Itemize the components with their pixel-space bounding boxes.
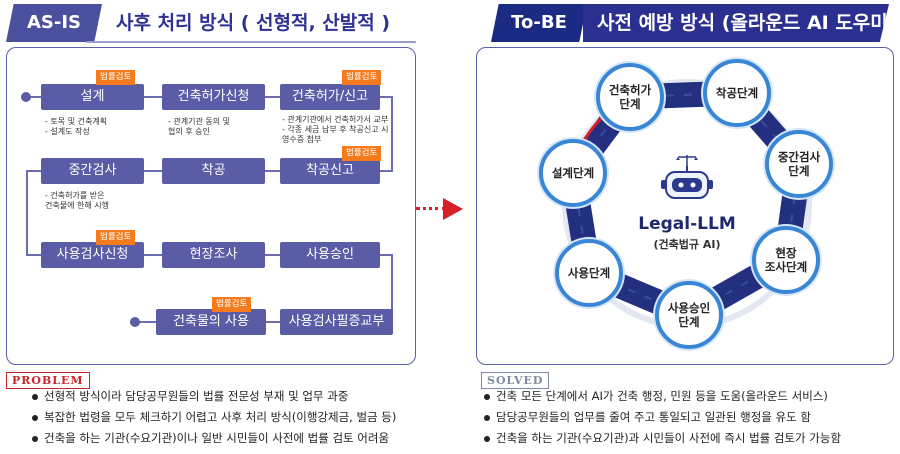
note-line: - 설계도 작성 — [45, 127, 90, 136]
step-certificate: 사용검사필증교부 — [280, 309, 393, 335]
problem-item: 복잡한 법령을 모두 체크하기 어렵고 사후 처리 방식(이행강제금, 벌금 등… — [30, 407, 396, 428]
note-line: 건축물에 한해 시행 — [45, 201, 109, 210]
step-construction-report: 착공신고 — [280, 158, 380, 184]
note-midcheck: - 건축허가를 받은 건축물에 한해 시행 — [45, 191, 109, 211]
note-permit-apply: - 관계기관 동의 및 협의 후 승인 — [168, 117, 230, 137]
header-underline — [86, 41, 416, 43]
problem-item: 선형적 방식이라 담당공무원들의 법률 전문성 부재 및 업무 과중 — [30, 386, 396, 407]
stage-site-survey: 현장 조사단계 — [752, 226, 820, 294]
flow-end-dot — [130, 317, 140, 327]
legal-review-badge: 법률검토 — [96, 230, 136, 245]
note-line: - 건축허가를 받은 — [45, 191, 105, 200]
center-subtitle: (건축법규 AI) — [653, 238, 721, 251]
solved-item: 담당공무원들의 업무를 줄여 주고 통일되고 일관된 행정을 유도 함 — [482, 407, 841, 428]
stage-permit: 건축허가 단계 — [596, 63, 664, 131]
problem-stamp: PROBLEM — [6, 372, 90, 389]
transition-arrow-icon — [443, 198, 463, 220]
step-use-apply: 사용검사신청 — [41, 242, 144, 268]
legal-review-badge: 법률검토 — [212, 297, 252, 312]
note-line: - 관계기관 동의 및 — [168, 117, 231, 126]
center-title: Legal-LLM — [638, 214, 736, 234]
as-is-title: 사후 처리 방식 ( 선형적, 산발적 ) — [116, 12, 391, 34]
stage-use: 사용단계 — [555, 239, 623, 307]
stage-construction: 착공단계 — [703, 59, 771, 127]
note-line: 영수증 첨부 — [282, 135, 322, 144]
note-line: - 토목 및 건축계획 — [45, 117, 108, 126]
note-design: - 토목 및 건축계획 - 설계도 작성 — [45, 117, 107, 137]
solved-item: 건축을 하는 기관(수요기관)과 시민들이 사전에 즉시 법률 검토가 가능함 — [482, 428, 841, 449]
step-design: 설계 — [41, 84, 144, 110]
problem-item: 건축을 하는 기관(수요기관)이나 일반 시민들이 사전에 법률 검토 어려움 — [30, 428, 396, 449]
flow-line — [391, 254, 393, 322]
stage-design: 설계단계 — [539, 139, 607, 207]
to-be-header: To-BE 사전 예방 방식 (올라운드 AI 도우미) — [491, 4, 891, 42]
note-line: - 관계기관에서 건축허가서 교부 — [282, 115, 389, 124]
as-is-header: AS-IS 사후 처리 방식 ( 선형적, 산발적 ) — [6, 4, 416, 43]
to-be-title: 사전 예방 방식 (올라운드 AI 도우미) — [583, 4, 889, 42]
as-is-tag: AS-IS — [6, 4, 102, 42]
step-building-use: 건축물의 사용 — [156, 309, 266, 335]
legal-review-badge: 법률검토 — [342, 70, 382, 85]
transition-dotted-line — [416, 207, 446, 210]
step-midcheck: 중간검사 — [41, 158, 144, 184]
problem-list: 선형적 방식이라 담당공무원들의 법률 전문성 부재 및 업무 과중 복잡한 법… — [30, 386, 396, 449]
step-permit: 건축허가/신고 — [280, 84, 380, 110]
to-be-tag: To-BE — [491, 4, 587, 42]
solved-item: 건축 모든 단계에서 AI가 건축 행정, 민원 등을 도움(올라운드 서비스) — [482, 386, 841, 407]
flow-start-dot — [21, 92, 31, 102]
note-line: - 각종 세금 납부 후 착공신고 시 — [282, 125, 389, 134]
legal-review-badge: 법률검토 — [342, 146, 382, 161]
flow-line — [391, 96, 393, 170]
flow-line — [26, 170, 28, 254]
solved-stamp: SOLVED — [481, 372, 550, 389]
step-use-approval: 사용승인 — [280, 242, 380, 268]
note-permit: - 관계기관에서 건축허가서 교부 - 각종 세금 납부 후 착공신고 시 영수… — [282, 115, 388, 145]
stage-midcheck: 중간검사 단계 — [765, 130, 833, 198]
step-site-survey: 현장조사 — [162, 242, 265, 268]
solved-list: 건축 모든 단계에서 AI가 건축 행정, 민원 등을 도움(올라운드 서비스)… — [482, 386, 841, 449]
robot-icon — [661, 166, 713, 199]
legal-review-badge: 법률검토 — [96, 70, 136, 85]
step-permit-apply: 건축허가신청 — [162, 84, 265, 110]
step-construction: 착공 — [162, 158, 265, 184]
scale-icon — [676, 155, 698, 166]
stage-use-approval: 사용승인 단계 — [655, 281, 723, 349]
note-line: 협의 후 승인 — [168, 127, 210, 136]
